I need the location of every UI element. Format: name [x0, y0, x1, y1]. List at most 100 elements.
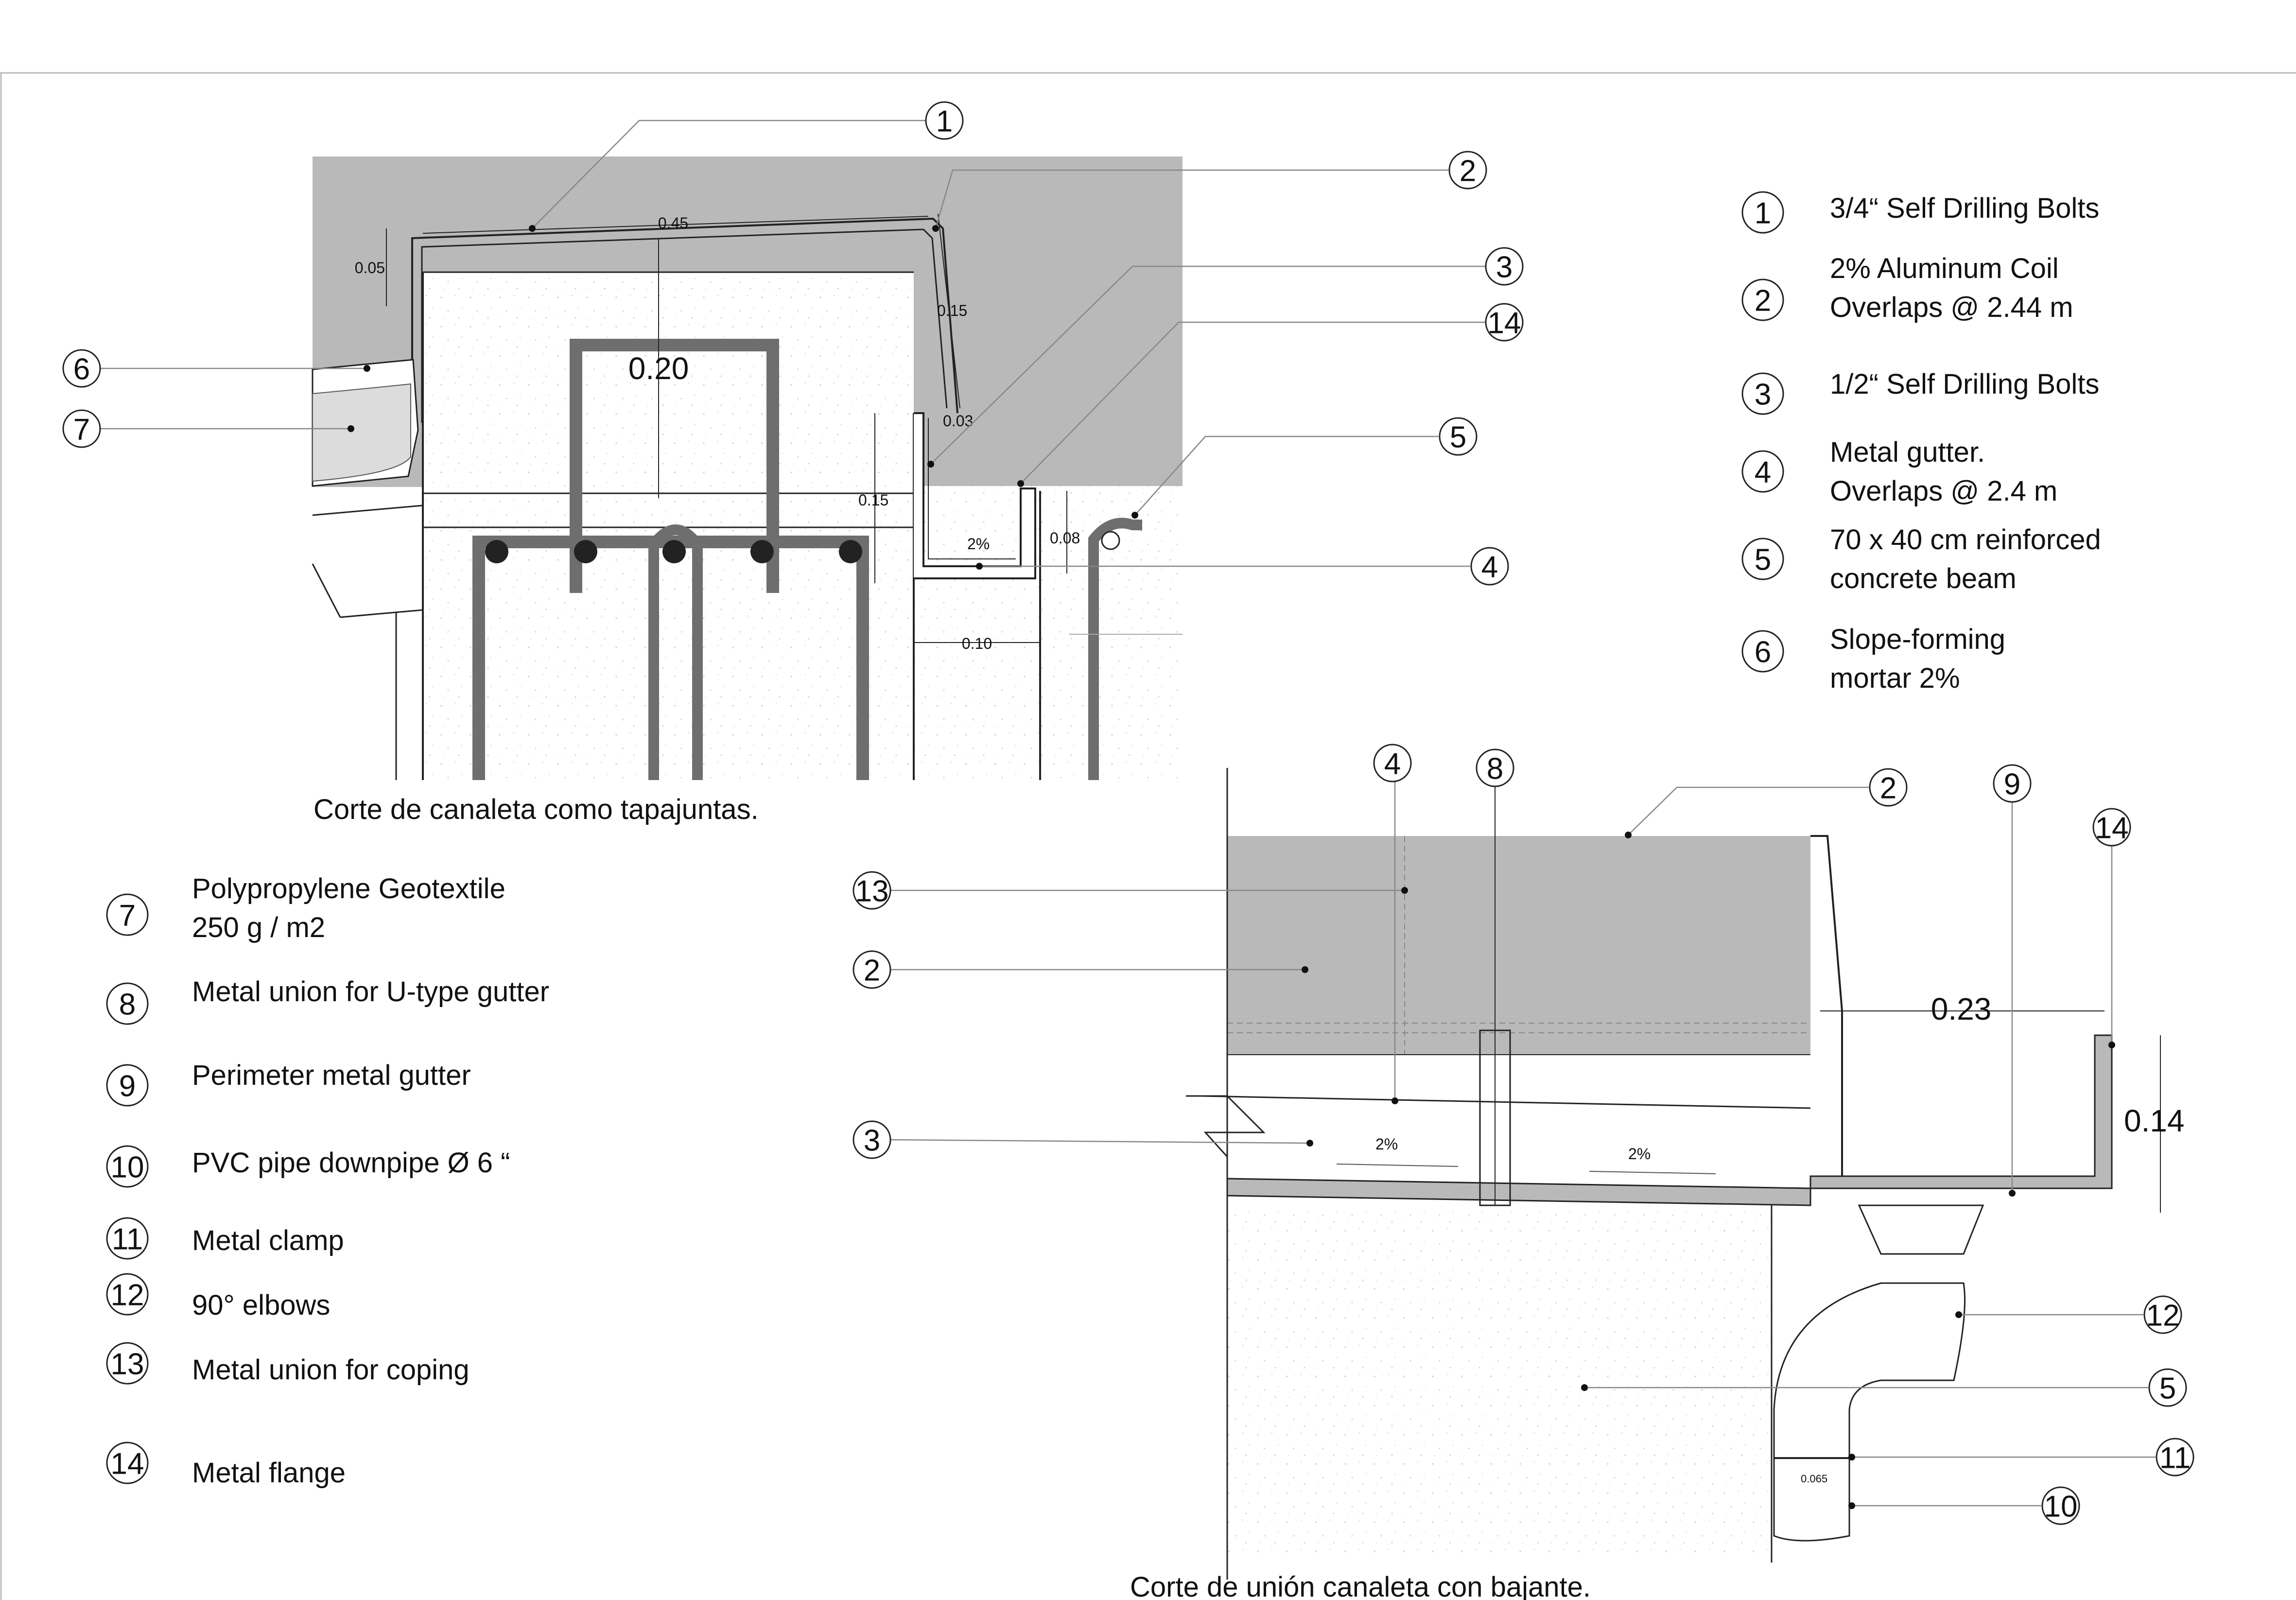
dim-slope-a: 2%	[967, 535, 990, 553]
rebar-bar-3	[662, 540, 686, 563]
svg-text:2: 2	[1755, 284, 1771, 318]
beam-bar	[1101, 531, 1120, 550]
callout-b-11: 11	[2156, 1438, 2194, 1477]
legend-item-12: 12 90° elbows	[106, 1273, 330, 1321]
legend-item-9: 9 Perimeter metal gutter	[106, 1060, 471, 1107]
section-b-caption: Corte de unión canaleta con bajante.	[1130, 1571, 1591, 1600]
gutter-profile	[914, 412, 1036, 579]
section-a-drawing: 0.45 0.05 0.15 0.03 0.20 0.15 2% 0.08 0.…	[62, 101, 1524, 825]
leader-b-5-dot	[1581, 1384, 1588, 1391]
callout-a-2: 2	[1448, 151, 1487, 190]
legend-item-5: 5 70 x 40 cm reinforced concrete beam	[1741, 524, 2101, 594]
rebar-bar-4	[750, 540, 774, 563]
svg-text:9: 9	[119, 1070, 136, 1103]
section-b-concrete	[1227, 1205, 1772, 1560]
svg-text:9: 9	[2004, 768, 2020, 801]
leader-b-14-dot	[2108, 1042, 2115, 1048]
legend-item-1: 1 3/4“ Self Drilling Bolts	[1741, 191, 2099, 234]
svg-text:Metal union for coping: Metal union for coping	[192, 1354, 470, 1386]
legend-item-11: 11 Metal clamp	[106, 1217, 344, 1260]
legend-item-3: 3 1/2“ Self Drilling Bolts	[1741, 368, 2099, 415]
svg-text:Polypropylene Geotextile: Polypropylene Geotextile	[192, 873, 505, 904]
slab-line-1	[1200, 1095, 1811, 1109]
svg-text:Overlaps @ 2.44 m: Overlaps @ 2.44 m	[1830, 292, 2073, 323]
slope-arrow-1	[1336, 1164, 1459, 1167]
svg-text:14: 14	[2095, 812, 2129, 845]
slope-arrow-2	[1589, 1171, 1716, 1174]
legend-item-8: 8 Metal union for U-type gutter	[106, 976, 549, 1025]
coping-outline	[411, 217, 958, 423]
svg-text:2: 2	[864, 954, 880, 988]
leader-a-5-dot	[1131, 512, 1138, 519]
svg-text:13: 13	[111, 1348, 144, 1381]
svg-text:1: 1	[936, 105, 953, 139]
legend-item-7: 7 Polypropylene Geotextile 250 g / m2	[106, 873, 505, 943]
section-b-drawing: 0.065 0.23 0.14 2% 2% 4 8	[852, 744, 2194, 1600]
svg-text:3/4“ Self Drilling Bolts: 3/4“ Self Drilling Bolts	[1830, 192, 2099, 224]
callout-b-2: 2	[1869, 768, 1908, 807]
callout-a-5: 5	[1439, 417, 1478, 456]
rebar-hook-center	[648, 524, 703, 780]
svg-text:6: 6	[1755, 636, 1771, 669]
callout-b-8: 8	[1476, 748, 1514, 787]
leader-a-5	[1134, 435, 1439, 516]
svg-text:Perimeter metal gutter: Perimeter metal gutter	[192, 1060, 471, 1091]
svg-text:3: 3	[1496, 251, 1513, 284]
dim-010: 0.10	[962, 635, 992, 652]
svg-text:Overlaps @ 2.4 m: Overlaps @ 2.4 m	[1830, 475, 2057, 507]
leader-b-10-dot	[1848, 1502, 1855, 1509]
callout-a-1: 1	[925, 101, 964, 140]
leader-b-12-dot	[1955, 1311, 1962, 1318]
leader-a-1	[532, 120, 926, 229]
svg-text:4: 4	[1384, 748, 1401, 781]
callout-b-12: 12	[2143, 1295, 2182, 1334]
svg-text:12: 12	[2146, 1299, 2180, 1333]
svg-text:6: 6	[73, 353, 90, 386]
svg-text:Metal gutter.: Metal gutter.	[1830, 436, 1985, 468]
leader-b-11-dot	[1848, 1454, 1855, 1461]
svg-text:2: 2	[1460, 155, 1476, 188]
svg-text:10: 10	[111, 1151, 144, 1184]
legend-item-14: 14 Metal flange	[106, 1442, 346, 1489]
svg-text:Metal union for U-type gutter: Metal union for U-type gutter	[192, 976, 549, 1008]
callout-b-14: 14	[2092, 808, 2131, 847]
dim-005: 0.05	[355, 259, 385, 277]
leader-b-13-dot	[1401, 887, 1408, 894]
dim-045-line	[422, 216, 929, 234]
leader-a-4-dot	[976, 563, 983, 570]
leader-a-3	[930, 265, 1487, 465]
svg-text:4: 4	[1755, 456, 1771, 489]
leader-b-2	[1628, 786, 1869, 835]
leader-b-3	[890, 1139, 1310, 1144]
gutter-b-flange	[1810, 835, 1843, 1176]
rebar-bar-2	[574, 540, 597, 563]
legend-item-6: 6 Slope-forming mortar 2%	[1741, 624, 2005, 694]
leader-b-2b-dot	[1302, 966, 1308, 973]
svg-text:4: 4	[1481, 551, 1498, 584]
section-a-caption: Corte de canaleta como tapajuntas.	[313, 794, 759, 825]
leader-b-9-dot	[2009, 1190, 2016, 1197]
dim-0065: 0.065	[1801, 1473, 1827, 1485]
callout-b-4: 4	[1373, 744, 1412, 783]
callout-a-4: 4	[1470, 547, 1509, 586]
svg-text:90° elbows: 90° elbows	[192, 1289, 330, 1321]
svg-text:5: 5	[2159, 1372, 2176, 1406]
svg-text:7: 7	[73, 413, 90, 447]
leader-a-6-dot	[364, 365, 370, 372]
legend-left: 7 Polypropylene Geotextile 250 g / m2 8 …	[106, 873, 549, 1489]
dim-slope-b1: 2%	[1375, 1135, 1398, 1153]
svg-text:11: 11	[2159, 1442, 2191, 1475]
legend-item-4: 4 Metal gutter. Overlaps @ 2.4 m	[1741, 436, 2057, 507]
section-b-gray-coping	[1227, 836, 1810, 1055]
svg-text:2: 2	[1880, 772, 1896, 805]
leader-b-2-dot	[1625, 832, 1632, 838]
roof-slab-line	[312, 504, 423, 516]
svg-text:14: 14	[1488, 307, 1521, 340]
svg-text:13: 13	[855, 875, 889, 908]
svg-text:5: 5	[1450, 421, 1466, 454]
downpipe-elbow	[1773, 1282, 1966, 1542]
roof-slab-line-2	[312, 563, 341, 618]
legend-item-10: 10 PVC pipe downpipe Ø 6 “	[106, 1145, 510, 1188]
leader-a-2-dot	[932, 225, 939, 232]
